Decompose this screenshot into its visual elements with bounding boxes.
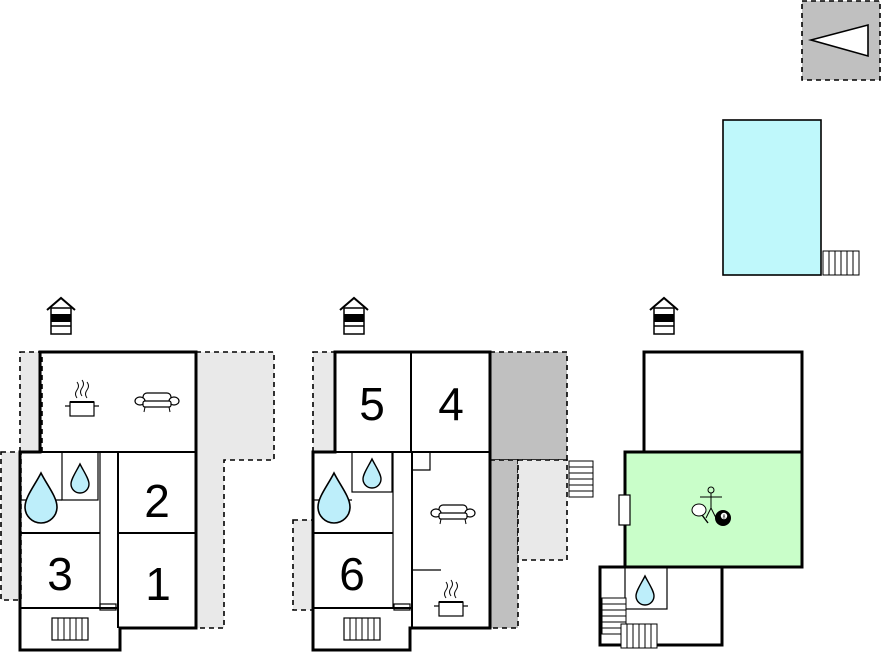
room-number: 5	[359, 378, 385, 430]
pool-stairs-icon	[822, 250, 860, 276]
room-number: 3	[47, 548, 73, 600]
compass	[801, 0, 881, 81]
water-drop-icon	[317, 472, 351, 524]
room-number: 2	[144, 475, 170, 527]
floor-plan-right: 8	[598, 297, 804, 649]
sofa-icon	[134, 392, 180, 413]
water-drop-icon	[362, 458, 382, 489]
radiator-icon	[343, 617, 381, 641]
stove-icon	[433, 579, 469, 617]
billiard-icon: 8	[715, 510, 731, 526]
pool	[722, 119, 860, 276]
entrance-icon	[339, 297, 369, 335]
table-football-icon	[700, 486, 722, 519]
radiator-icon	[51, 617, 89, 641]
room-number: 1	[145, 558, 171, 610]
table-tennis-icon	[691, 503, 709, 524]
floor-plan-middle: 5 4 6	[292, 297, 594, 652]
room-number: 6	[339, 548, 365, 600]
stairs-icon	[620, 623, 658, 649]
compass-arrow-icon	[807, 23, 869, 58]
water-drop-icon	[70, 463, 90, 494]
svg-text:8: 8	[723, 514, 726, 520]
sofa-icon	[430, 504, 476, 525]
stove-icon	[64, 379, 100, 417]
room-number: 4	[438, 378, 464, 430]
water-drop-icon	[24, 472, 58, 524]
water-drop-icon	[635, 575, 655, 606]
stairs-icon	[568, 460, 594, 498]
entrance-icon	[46, 297, 76, 335]
floor-plan-left: 2 3 1	[0, 297, 275, 652]
entrance-icon	[649, 297, 679, 335]
